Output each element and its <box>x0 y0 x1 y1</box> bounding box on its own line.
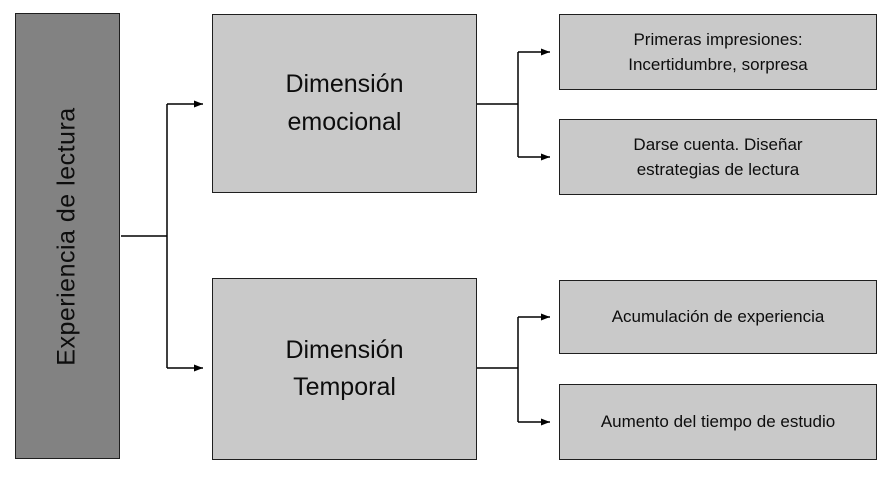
node-experiencia-de-lectura: Experiencia de lectura <box>15 13 120 459</box>
node-dimension-emocional: Dimensión emocional <box>212 14 477 193</box>
node-darse-cuenta: Darse cuenta. Diseñar estrategias de lec… <box>559 119 877 195</box>
node-acumulacion-experiencia: Acumulación de experiencia <box>559 280 877 354</box>
node-label: Experiencia de lectura <box>53 106 81 366</box>
node-primeras-impresiones: Primeras impresiones: Incertidumbre, sor… <box>559 14 877 90</box>
node-aumento-tiempo-estudio: Aumento del tiempo de estudio <box>559 384 877 460</box>
node-dimension-temporal: Dimensión Temporal <box>212 278 477 460</box>
